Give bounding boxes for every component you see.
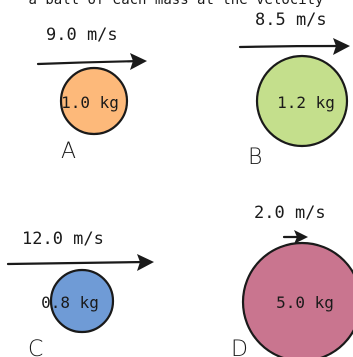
letter-a: A — [61, 139, 76, 164]
object-a: 9.0 m/s 1.0 kg A — [36, 25, 147, 164]
object-b: 8.5 m/s 1.2 kg B — [238, 10, 350, 170]
speed-label-c: 12.0 m/s — [22, 229, 104, 249]
mass-label-b: 1.2 kg — [277, 93, 335, 112]
mass-label-c: 0.8 kg — [41, 293, 99, 312]
mass-label-d: 5.0 kg — [276, 293, 334, 312]
ball-b — [255, 54, 349, 148]
letter-c: C — [28, 337, 43, 357]
velocity-arrow-d — [282, 230, 308, 244]
velocity-arrow-b — [238, 38, 350, 55]
velocity-arrow-a — [36, 53, 147, 70]
speed-label-d: 2.0 m/s — [254, 203, 326, 223]
ball-d — [241, 241, 353, 357]
letter-b: B — [248, 145, 262, 170]
speed-label-a: 9.0 m/s — [46, 25, 118, 45]
object-d: 2.0 m/s 5.0 kg D — [231, 203, 353, 357]
velocity-arrow-c — [6, 254, 154, 271]
top-caption: a ball of each mass at the velocity — [28, 0, 323, 8]
object-c: 12.0 m/s 0.8 kg C — [6, 229, 154, 357]
letter-d: D — [231, 337, 248, 357]
ball-c — [49, 268, 115, 334]
speed-label-b: 8.5 m/s — [255, 10, 327, 30]
ball-a — [59, 66, 129, 136]
mass-label-a: 1.0 kg — [61, 93, 119, 112]
